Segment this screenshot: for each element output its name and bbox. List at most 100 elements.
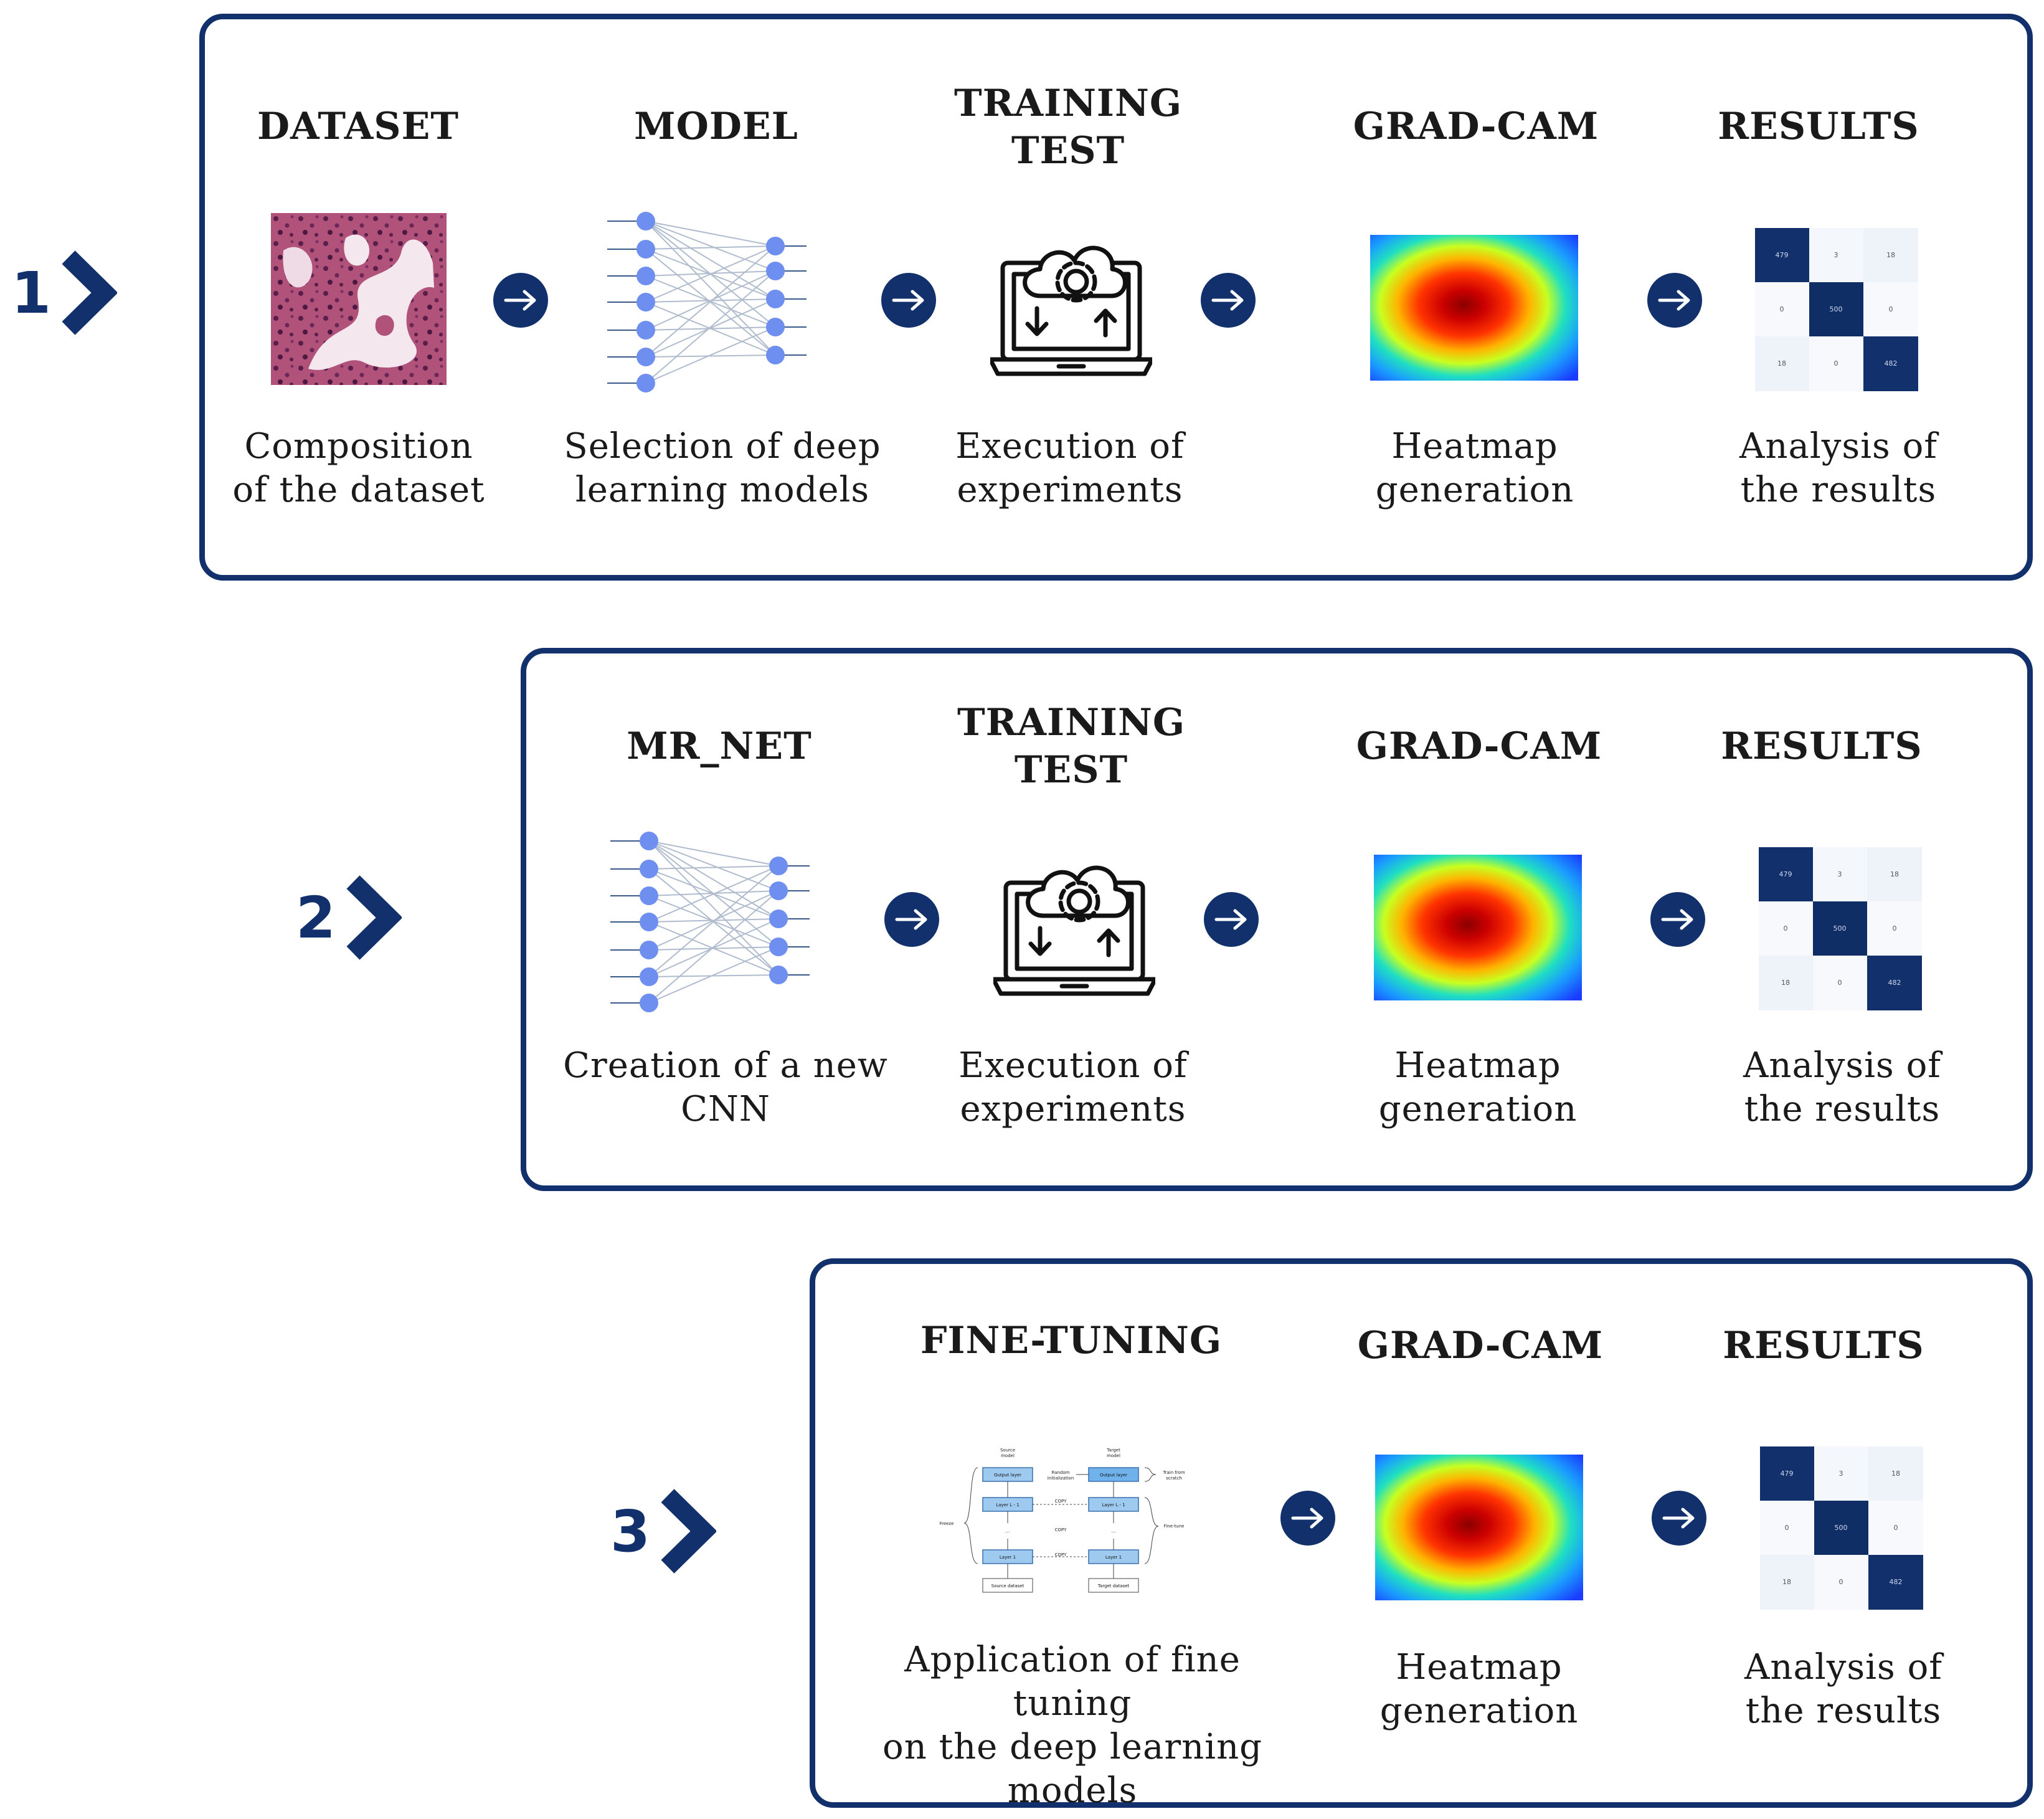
confusion-matrix-image: 479 3 18 0 500 0 18 0 482	[1755, 228, 1918, 391]
cm-cell: 0	[1893, 924, 1897, 933]
ft-source-dataset: Source dataset	[991, 1584, 1024, 1589]
finetune-diagram-image: Source model Target model Random initial…	[940, 1448, 1185, 1593]
step-3-number: 3	[610, 1498, 651, 1565]
arrow-right-icon	[881, 273, 936, 328]
svg-text:...: ...	[1006, 1529, 1010, 1534]
results-title: RESULTS	[1723, 1324, 1924, 1367]
svg-text:Output layer: Output layer	[1100, 1473, 1127, 1478]
cm-cell: 479	[1779, 870, 1792, 878]
dataset-title: DATASET	[257, 105, 459, 148]
training-caption: Execution of experiments	[958, 1045, 1188, 1129]
step-1-number: 1	[11, 259, 52, 326]
heatmap-image	[1375, 1455, 1583, 1600]
cm-cell: 479	[1781, 1470, 1794, 1478]
training-title: TRAINING TEST	[957, 701, 1186, 792]
gradcam-caption: Heatmap generation	[1379, 1647, 1579, 1731]
cm-cell: 3	[1838, 870, 1842, 878]
svg-text:initialization: initialization	[1048, 1476, 1074, 1481]
cm-cell: 3	[1839, 1470, 1843, 1478]
mrnet-caption: Creation of a new CNN	[563, 1045, 888, 1129]
chevron-right-icon	[62, 250, 118, 335]
neural-network-image	[610, 832, 810, 1012]
training-caption: Execution of experiments	[955, 426, 1185, 510]
cm-cell: 18	[1777, 359, 1786, 368]
ft-random-init: Random	[1052, 1470, 1070, 1475]
ft-train-scratch: Train from	[1162, 1470, 1185, 1475]
laptop-cloud-icon	[993, 865, 1155, 996]
mrnet-title: MR_NET	[627, 724, 812, 768]
chevron-right-icon	[346, 875, 402, 960]
cm-cell: 482	[1890, 1578, 1903, 1586]
results-title: RESULTS	[1721, 724, 1923, 768]
cm-cell: 18	[1781, 979, 1790, 987]
cm-cell: 0	[1784, 924, 1788, 933]
arrow-right-icon	[1652, 1491, 1706, 1546]
neural-network-image	[607, 212, 807, 392]
step-2-number: 2	[296, 884, 336, 951]
histology-image	[271, 213, 447, 385]
ft-freeze: Freeze	[940, 1521, 954, 1526]
finetuning-caption: Application of fine tuning on the deep l…	[882, 1640, 1262, 1811]
cm-cell: 0	[1839, 1578, 1843, 1586]
cm-cell: 479	[1776, 251, 1789, 259]
model-caption: Selection of deep learning models	[564, 426, 881, 510]
results-caption: Analysis of the results	[1739, 426, 1938, 510]
arrow-right-icon	[884, 892, 939, 947]
heatmap-image	[1370, 235, 1578, 381]
results-caption: Analysis of the results	[1743, 1045, 1942, 1129]
ft-target-dataset: Target dataset	[1097, 1584, 1130, 1589]
svg-text:model: model	[1001, 1453, 1015, 1458]
svg-text:COPY: COPY	[1055, 1499, 1067, 1504]
arrow-right-icon	[1650, 892, 1705, 947]
svg-text:...: ...	[1112, 1529, 1116, 1534]
dataset-caption: Composition of the dataset	[232, 426, 485, 510]
results-caption: Analysis of the results	[1744, 1647, 1943, 1731]
svg-text:Layer L - 1: Layer L - 1	[1102, 1503, 1125, 1508]
laptop-cloud-icon	[990, 245, 1152, 376]
cm-cell: 0	[1785, 1524, 1789, 1532]
svg-text:scratch: scratch	[1166, 1476, 1182, 1481]
finetuning-title: FINE-TUNING	[920, 1319, 1223, 1362]
cm-cell: 0	[1834, 359, 1838, 368]
ft-output-layer: Output layer	[994, 1473, 1021, 1478]
svg-text:model: model	[1107, 1453, 1120, 1458]
cm-cell: 500	[1830, 305, 1843, 313]
cm-cell: 500	[1835, 1524, 1848, 1532]
gradcam-title: GRAD-CAM	[1357, 1324, 1604, 1367]
training-title: TRAINING TEST	[953, 82, 1183, 173]
ft-layer-1: Layer 1	[1000, 1555, 1016, 1560]
arrow-right-icon	[493, 273, 548, 328]
cm-cell: 500	[1833, 924, 1847, 933]
heatmap-image	[1374, 855, 1582, 1000]
ft-layer-l1: Layer L - 1	[996, 1503, 1019, 1508]
step-1-marker: 1	[11, 246, 118, 340]
cm-cell: 482	[1888, 979, 1901, 987]
cm-cell: 0	[1838, 979, 1842, 987]
ft-source-model: Source	[1000, 1448, 1015, 1453]
arrow-right-icon	[1647, 273, 1702, 328]
gradcam-caption: Heatmap generation	[1375, 426, 1574, 510]
cm-cell: 482	[1885, 359, 1898, 368]
svg-text:Layer 1: Layer 1	[1105, 1555, 1122, 1560]
cm-cell: 3	[1834, 251, 1838, 259]
confusion-matrix-image: 479 3 18 0 500 0 18 0 482	[1759, 847, 1922, 1010]
cm-cell: 0	[1780, 305, 1784, 313]
step-2-marker: 2	[296, 871, 402, 964]
svg-text:COPY: COPY	[1055, 1552, 1067, 1557]
chevron-right-icon	[661, 1489, 717, 1574]
confusion-matrix-image: 479 3 18 0 500 0 18 0 482	[1760, 1446, 1923, 1610]
step-3-marker: 3	[610, 1484, 717, 1578]
svg-text:COPY: COPY	[1055, 1527, 1067, 1532]
cm-cell: 0	[1894, 1524, 1898, 1532]
gradcam-title: GRAD-CAM	[1356, 724, 1602, 768]
gradcam-title: GRAD-CAM	[1353, 105, 1599, 148]
cm-cell: 0	[1889, 305, 1893, 313]
arrow-right-icon	[1201, 273, 1256, 328]
gradcam-caption: Heatmap generation	[1378, 1045, 1578, 1129]
model-title: MODEL	[634, 105, 798, 148]
cm-cell: 18	[1782, 1578, 1791, 1586]
cm-cell: 18	[1890, 870, 1899, 878]
results-title: RESULTS	[1718, 105, 1919, 148]
ft-target-model: Target	[1106, 1448, 1120, 1453]
